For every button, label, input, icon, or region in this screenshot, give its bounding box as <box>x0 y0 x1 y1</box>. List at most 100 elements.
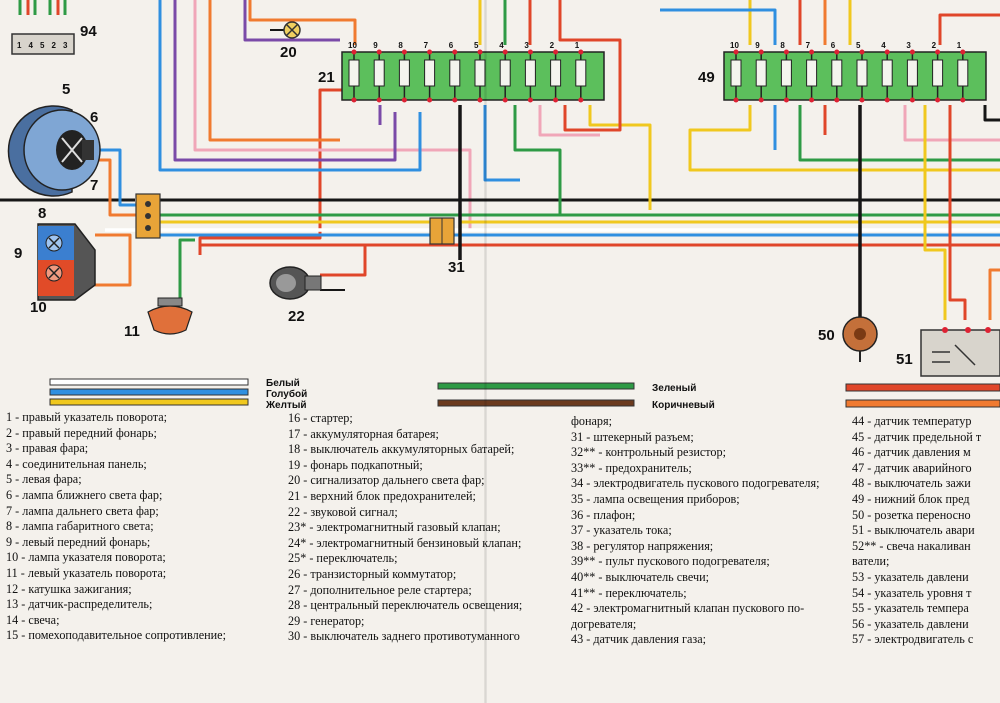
page-fold <box>484 0 487 703</box>
parts-list-item: 39** - пульт пускового подогревателя; <box>571 554 770 569</box>
wire-49-down3 <box>798 105 1000 162</box>
fuse-block-49-pin-label: 3 <box>906 41 911 50</box>
fuse-block-21-fuse <box>499 59 511 87</box>
connector-94-pin: 5 <box>40 41 45 50</box>
component-label-9: 9 <box>14 245 22 262</box>
parts-list-item: 54 - указатель уровня т <box>852 585 972 600</box>
parts-list-item: 2 - правый передний фонарь; <box>6 425 157 440</box>
wire-21-top2 <box>243 0 340 42</box>
parts-list-item: 20 - сигнализатор дальнего света фар; <box>288 473 485 488</box>
wire-94b <box>26 0 60 15</box>
parts-list-item: 55 - указатель темпера <box>852 601 969 616</box>
parts-list-item: 15 - помехоподавительное сопротивление; <box>6 628 226 643</box>
component-label-5: 5 <box>62 81 70 98</box>
wire-headlight-2 <box>95 158 140 217</box>
fuse-block-49-fuse <box>730 59 742 87</box>
parts-list-item: 28 - центральный переключатель освещения… <box>288 598 523 613</box>
parts-list-item: 7 - лампа дальнего света фар; <box>6 503 159 518</box>
fuse-block-21-fuse <box>449 59 461 87</box>
parts-list-item: 23* - электромагнитный газовый клапан; <box>288 520 501 535</box>
parts-list-item: 18 - выключатель аккумуляторных батарей; <box>288 442 515 457</box>
wire-blue-top <box>158 0 422 172</box>
fuse-block-49-fuse <box>856 59 868 87</box>
legend-white: Белый <box>266 378 300 389</box>
fuse-block-21-fuse <box>373 59 385 87</box>
fuse-block-21-pin-label: 1 <box>575 41 580 50</box>
wire-94 <box>18 0 67 15</box>
wire-orange-long <box>208 0 340 142</box>
fuse-block-21-pin-label: 7 <box>424 41 429 50</box>
parts-list-item: 4 - соединительная панель; <box>6 456 147 471</box>
wire-51-right <box>988 268 1000 320</box>
headlight-5: 5 6 7 <box>7 81 101 197</box>
component-label-21: 21 <box>318 69 335 86</box>
fuse-block-21-pin-label: 2 <box>550 41 555 50</box>
front-lamp-9: 8 9 10 <box>14 205 96 316</box>
fuse-block-49-fuse <box>932 59 944 87</box>
connector-94-pin: 1 <box>17 41 22 50</box>
legend-yellow: Желтый <box>265 400 307 411</box>
fuse-block-21-pin-label: 6 <box>449 41 454 50</box>
parts-list-item: 6 - лампа ближнего света фар; <box>6 487 163 502</box>
wire-21-6 <box>483 105 520 182</box>
wire-49-down7 <box>923 105 947 320</box>
parts-list-item: 34 - электродвигатель пускового подогрев… <box>571 476 820 491</box>
parts-list-col-1: 1 - правый указатель поворота;2 - правый… <box>6 410 226 644</box>
fuse-block-21-fuse <box>550 59 562 87</box>
fuse-block-49-fuse <box>957 59 969 87</box>
component-label-51: 51 <box>896 351 913 368</box>
fuse-block-21-pin-label: 5 <box>474 41 479 50</box>
fuse-block-49-fuse <box>755 59 767 87</box>
parts-list-item: 5 - левая фара; <box>6 472 82 487</box>
fuse-block-49-pin-label: 6 <box>831 41 836 50</box>
color-legend: Белый Голубой Желтый Зеленый Коричневый <box>49 378 1000 411</box>
parts-list-item: 45 - датчик предельной т <box>852 429 982 444</box>
fuse-block-49-pin-label: 7 <box>806 41 811 50</box>
wire-lamp-9b <box>178 238 195 300</box>
fuse-block-49-fuse <box>881 59 893 87</box>
parts-list-item: 57 - электродвигатель с <box>852 632 974 647</box>
fuse-block-21-fuse <box>348 59 360 87</box>
connector-panel-4 <box>135 193 161 239</box>
component-label-50: 50 <box>818 327 835 344</box>
component-label-7: 7 <box>90 177 98 194</box>
wire-49-down9 <box>983 105 1000 122</box>
parts-list-item: 46 - датчик давления м <box>852 445 971 460</box>
connector-94-pin: 2 <box>52 41 57 50</box>
fuse-block-21-pin-label: 8 <box>398 41 403 50</box>
parts-list-item: 35 - лампа освещения приборов; <box>571 491 740 506</box>
component-label-94: 94 <box>80 23 97 40</box>
parts-list-item: 22 - звуковой сигнал; <box>288 504 398 519</box>
fuse-block-21-fuse <box>424 59 436 87</box>
wire-violet-top <box>173 0 397 162</box>
wire-21-4 <box>513 105 562 215</box>
fuse-block-49-fuse <box>831 59 843 87</box>
parts-list-item: 13 - датчик-распределитель; <box>6 597 153 612</box>
parts-list-item: фонаря; <box>571 414 613 428</box>
parts-list-item: 25* - переключатель; <box>288 551 398 566</box>
wire-49-down8 <box>948 105 967 320</box>
parts-list-item: 56 - указатель давлени <box>852 616 969 631</box>
parts-list-item: 37 - указатель тока; <box>571 523 672 538</box>
parts-list-item: 47 - датчик аварийного <box>852 460 972 475</box>
fuse-block-49-fuse <box>906 59 918 87</box>
parts-list-item: 48 - выключатель зажи <box>852 476 971 491</box>
fuse-block-21-pin-label: 9 <box>373 41 378 50</box>
parts-list-item: 50 - розетка переносно <box>852 507 971 522</box>
fuse-block-49-fuse <box>780 59 792 87</box>
parts-list-item: 40** - выключатель свечи; <box>571 569 709 584</box>
parts-list-item: 1 - правый указатель поворота; <box>6 410 168 424</box>
fuse-block-49-pin-label: 2 <box>932 41 937 50</box>
parts-list-col-3: фонаря;31 - штекерный разъем;32** - конт… <box>571 414 819 648</box>
indicator-lamp-20: 20 <box>280 21 301 61</box>
parts-list-item: 32** - контрольный резистор; <box>571 445 727 460</box>
component-label-49: 49 <box>698 69 715 86</box>
wire-49-down1 <box>688 105 1000 172</box>
hazard-switch-51: 51 <box>896 327 1000 377</box>
legend-green: Зеленый <box>652 383 696 394</box>
component-label-11: 11 <box>124 323 140 340</box>
legend-brown: Коричневый <box>652 400 715 411</box>
